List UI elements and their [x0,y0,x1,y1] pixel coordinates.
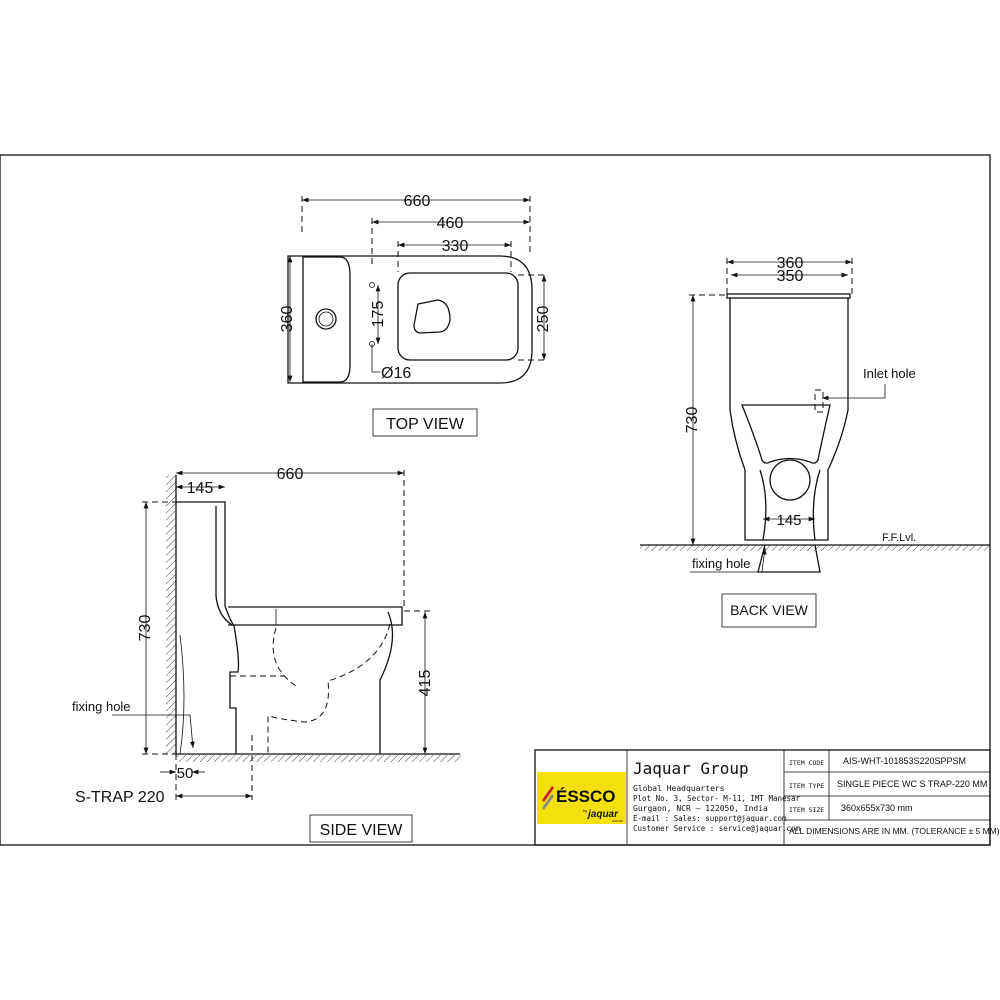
label: GROUP [612,819,623,823]
top-view: 660 460 330 360 250 175 Ø16 TOP VIEW [279,193,552,437]
drawing-line [721,593,817,628]
cistern-top [302,256,351,383]
title-block: ÉSSCO by jaquar GROUP Jaquar Group Globa… [534,749,1000,846]
dim-250: 250 [535,306,552,333]
drawing-line [534,749,991,846]
outlet-shape [413,299,451,334]
drawing-line [179,634,185,755]
inlet-hole-label: Inlet hole [863,366,916,381]
drawing-line [176,755,461,762]
bowl-opening [397,272,519,361]
drawing-line [542,794,554,810]
drawing-line [215,506,233,626]
drawing-line [371,344,380,373]
dim-50: 50 [177,765,194,782]
dim-145: 145 [187,480,214,497]
dim-660: 660 [404,193,431,210]
label: by [583,808,587,813]
drawing-line [757,544,821,573]
essco-logo: ÉSSCO by jaquar GROUP [537,772,626,824]
drawing-line [318,311,334,327]
label: jaquar [586,809,619,820]
item-code: AIS-WHT-101853S220SPPSM [843,756,966,766]
top-view-label: TOP VIEW [386,416,465,433]
hole-diameter: Ø16 [381,365,411,382]
drawing-line [690,547,767,573]
item-type: SINGLE PIECE WC S TRAP-220 MM [837,779,987,789]
drawing-line [814,389,824,413]
drawing-line [309,814,413,843]
drawing-line [272,627,297,687]
dim-360: 360 [279,306,296,333]
dim-360: 360 [777,255,804,272]
dim-415: 415 [417,670,434,697]
dim-350: 350 [777,268,804,285]
back-view-label: BACK VIEW [730,602,809,618]
drawing-line [112,714,195,749]
label: Gurgaon, NCR – 122050, India [633,804,768,813]
side-view: 660 145 730 415 fixing hole 50 S-TRAP 22… [72,466,461,843]
item-size: 360x655x730 mm [841,803,913,813]
drawing-line [176,501,240,754]
dim-145: 145 [776,512,801,529]
drawing-line [729,298,849,541]
dimensions-note: ALL DIMENSIONS ARE IN MM. (TOLERANCE ± 5… [789,826,1000,836]
company-name: Jaquar Group [633,759,749,778]
dim-330: 330 [442,238,469,255]
dim-730: 730 [137,615,154,642]
drawing-line [267,623,391,754]
seat [228,606,403,626]
floor-level-label: F.F.Lvl. [882,532,916,544]
drawing-frame [0,154,991,846]
flush-button-icon [315,308,337,330]
drawing-line [769,459,811,501]
item-type-label: ITEM TYPE [789,782,824,790]
drawing-line [741,404,831,464]
drawing-line [379,611,394,754]
drawing-line [166,475,176,755]
side-view-label: SIDE VIEW [320,822,404,839]
top-view-label-box [372,408,478,437]
label: Plot No. 3, Sector- M-11, IMT Manesar [633,794,801,803]
label: Customer Service : service@jaquar.com [633,824,801,833]
fixing-hole-label: fixing hole [692,556,751,571]
dim-175: 175 [370,301,387,328]
top-outline [287,255,533,384]
item-code-label: ITEM CODE [789,759,824,767]
drawing-line [759,469,821,541]
drawing-line [542,786,554,802]
drawing-line [369,282,375,288]
dim-460: 460 [437,215,464,232]
s-trap-label: S-TRAP 220 [75,789,165,806]
dim-660: 660 [277,466,304,483]
label: ÉSSCO [556,787,616,806]
item-size-label: ITEM SIZE [789,806,824,814]
fixing-hole-label: fixing hole [72,699,131,714]
dim-730: 730 [684,407,701,434]
label: E-mail : Sales: support@jaquar.com [633,814,787,823]
back-view: 360 350 730 Inlet hole 145 F.F.Lvl. fixi… [640,255,990,628]
label: Global Headquarters [633,784,725,793]
lid [726,293,851,299]
drawing-line [822,384,886,401]
